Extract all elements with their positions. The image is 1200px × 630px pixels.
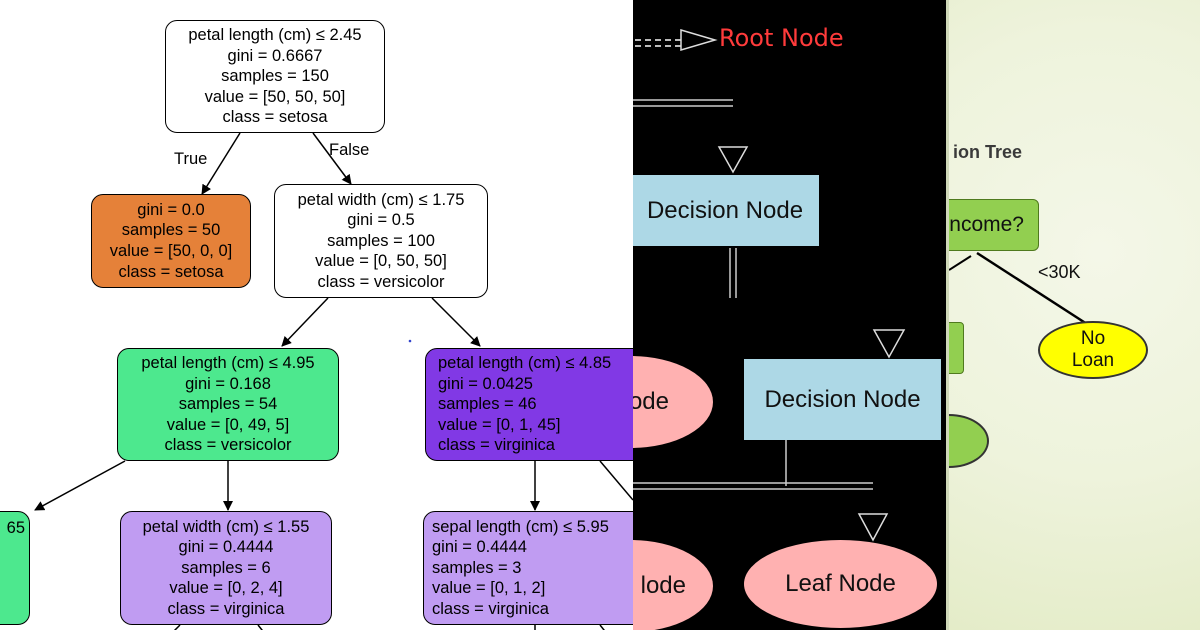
petal-width-small-node-line: class = virginica [167, 599, 285, 618]
concept-tree-panel: Root Node Decision Node Decision Node od… [633, 0, 949, 630]
root-node-label: Root Node [719, 24, 844, 52]
edge-versi-left [34, 460, 126, 511]
setosa-leaf-line: gini = 0.0 [137, 200, 205, 219]
sepal-length-node-line: sepal length (cm) ≤ 5.95 [432, 517, 609, 536]
setosa-leaf-line: value = [50, 0, 0] [109, 242, 233, 260]
petal-width-node-line: petal width (cm) ≤ 1.75 [297, 190, 465, 209]
virginica-node-line: gini = 0.0425 [438, 374, 533, 393]
sepal-length-node-line: gini = 0.4444 [432, 538, 527, 557]
edge-virg-right [599, 460, 633, 501]
false-edge-label: False [329, 141, 370, 159]
concept-edges [633, 28, 906, 542]
root-line: gini = 0.6667 [227, 46, 323, 65]
partial-left-node-line: 65 [6, 519, 25, 537]
virginica-node-line: petal length (cm) ≤ 4.85 [438, 354, 612, 373]
sepal-length-node-line: value = [0, 1, 2] [432, 579, 546, 598]
income-node-label: ncome? [949, 213, 1024, 236]
setosa-leaf-line: samples = 50 [121, 221, 221, 240]
arrow-head-1 [717, 146, 749, 174]
loan-edges [949, 251, 1088, 326]
root-line: petal length (cm) ≤ 2.45 [188, 26, 362, 45]
petal-width-small-node-line: gini = 0.4444 [178, 538, 274, 557]
edge-bottom-4 [599, 624, 605, 630]
arrow-head-2 [872, 329, 906, 359]
versicolor-node-line: class = versicolor [164, 436, 292, 455]
partial-green-box [949, 322, 964, 374]
versicolor-node-line: gini = 0.168 [185, 374, 271, 393]
stray-dot [408, 339, 412, 343]
no-loan-node: No Loan [1038, 321, 1148, 379]
petal-width-small-node-line: samples = 6 [181, 558, 271, 577]
leaf-node: Leaf Node [744, 540, 937, 628]
income-node: ncome? [949, 199, 1039, 251]
leaf-node-partial-2-label: lode [640, 572, 686, 599]
petal-width-small-node-line: petal width (cm) ≤ 1.55 [142, 517, 310, 536]
under-30k-label: <30K [1038, 262, 1081, 282]
petal-width-small-node-line: value = [0, 2, 4] [169, 579, 283, 598]
partial-left-node: 65 [0, 511, 30, 625]
panel-divider [946, 0, 949, 630]
edge-root-true [201, 132, 241, 195]
sepal-length-node-line: class = virginica [432, 599, 549, 618]
root-line: value = [50, 50, 50] [204, 87, 346, 106]
virginica-node-line: class = virginica [438, 436, 555, 455]
edge-pw-left [281, 297, 329, 347]
no-loan-line-2: Loan [1071, 350, 1115, 371]
versicolor-node-line: samples = 54 [178, 395, 278, 414]
virginica-node-line: samples = 46 [438, 395, 537, 414]
edge-pw-right [431, 297, 481, 347]
leaf-node-partial-1-label: ode [633, 388, 669, 415]
edge-bottom-1 [173, 624, 181, 630]
edge-bottom-2 [257, 624, 263, 630]
loan-tree-panel: ion Tree ncome? <30K No Loan [949, 0, 1200, 630]
true-edge-label: True [174, 150, 208, 168]
versicolor-node-line: petal length (cm) ≤ 4.95 [141, 354, 315, 373]
setosa-leaf-node: gini = 0.0 samples = 50 value = [50, 0, 0]… [91, 194, 251, 288]
petal-width-node-line: gini = 0.5 [347, 211, 415, 230]
petal-width-node-line: samples = 100 [327, 231, 435, 250]
virginica-node-line: value = [0, 1, 45] [438, 415, 561, 434]
edge-root-false [312, 132, 352, 185]
no-loan-line-1: No [1080, 328, 1106, 349]
versicolor-node-line: value = [0, 49, 5] [166, 415, 290, 434]
arrow-head-3 [857, 513, 889, 542]
loan-tree-title: ion Tree [953, 142, 1023, 162]
petal-width-node-line: class = versicolor [317, 272, 445, 291]
decision-node-1: Decision Node [633, 175, 819, 246]
decision-node-2: Decision Node [744, 359, 941, 440]
petal-width-node-line: value = [0, 50, 50] [315, 252, 447, 271]
sepal-length-node-line: samples = 3 [432, 558, 522, 577]
root-line: samples = 150 [221, 67, 329, 86]
tree-edges [34, 132, 633, 630]
root-line: class = setosa [222, 108, 328, 127]
setosa-leaf-line: class = setosa [118, 262, 224, 281]
